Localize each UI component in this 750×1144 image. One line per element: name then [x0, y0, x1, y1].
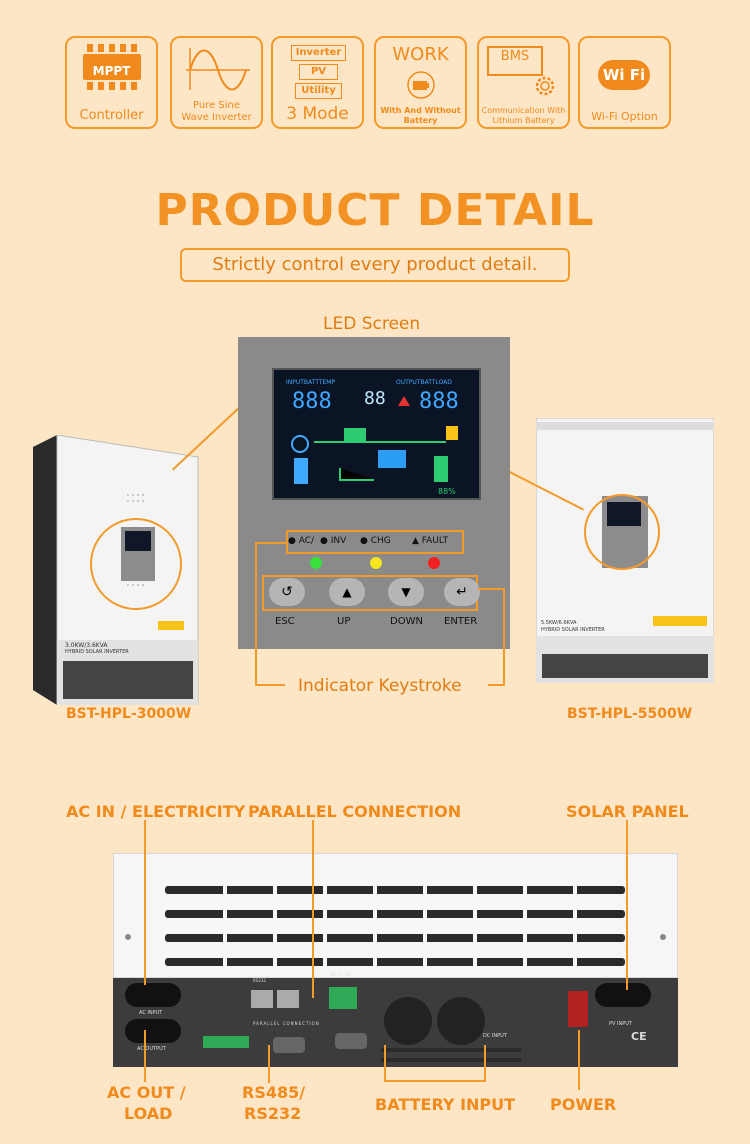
- label-ac-out-2: LOAD: [124, 1104, 173, 1123]
- enter-label: ENTER: [444, 616, 478, 627]
- model-right: BST-HPL-5500W: [567, 706, 693, 722]
- up-label: UP: [337, 616, 351, 627]
- led-red: [428, 557, 440, 569]
- led-yellow: [370, 557, 382, 569]
- parallel-port-label: PARALLEL CONNECTION: [253, 1021, 320, 1026]
- mppt-chip-icon: [83, 44, 141, 90]
- esc-label: ESC: [275, 616, 295, 627]
- up-button[interactable]: ▲: [329, 578, 365, 606]
- mppt-chip-text: MPPT: [92, 64, 131, 78]
- feature-wifi: Wi Fi Wi-Fi Option: [578, 36, 671, 129]
- callout-line: [268, 1045, 270, 1083]
- led-screen-label: LED Screen: [323, 314, 421, 334]
- feature-label: Wi-Fi Option: [591, 110, 658, 123]
- svg-text:OUTPUTBATTLOAD: OUTPUTBATTLOAD: [396, 379, 452, 386]
- feature-label-2: Battery: [403, 116, 438, 125]
- indicator-box: [286, 530, 464, 554]
- bracket-right-top: [478, 588, 505, 590]
- feature-label-2: Lithium Battery: [492, 116, 555, 125]
- plate-line1: 3.0KW/3.6KVA: [65, 642, 108, 649]
- callout-line: [144, 820, 146, 985]
- bracket-right: [503, 588, 505, 686]
- feature-mppt: MPPT Controller: [65, 36, 158, 129]
- lcd-screen: INPUTBATTTEMP OUTPUTBATTLOAD 888 888 88 …: [272, 368, 481, 500]
- zoom-circle-right: [584, 494, 660, 570]
- callout-line: [384, 1080, 486, 1082]
- bracket-right-bottom: [488, 684, 505, 686]
- ac-input-port-label: AC INPUT: [139, 1010, 163, 1016]
- callout-line: [484, 1045, 486, 1080]
- bracket-left: [255, 542, 257, 684]
- rear-panel-image: CE AC INPUT AC OUTPUT RS232 NC C NO PARA…: [112, 852, 679, 1067]
- feature-bms: BMS Communication With Lithium Battery: [477, 36, 570, 129]
- feature-label: Controller: [79, 108, 144, 123]
- page-subtitle: Strictly control every product detail.: [180, 248, 570, 282]
- feature-label: 3 Mode: [286, 104, 349, 124]
- down-button[interactable]: ▼: [388, 578, 424, 606]
- ac-output-port-label: AC OUTPUT: [137, 1046, 166, 1052]
- pv-input-port-label: PV INPUT: [609, 1021, 632, 1027]
- esc-button[interactable]: ↺: [269, 578, 305, 606]
- indicator-inv: ● INV: [320, 536, 347, 546]
- feature-label-1: With And Without: [380, 106, 461, 115]
- plate-line1: 5.5KW/6.6KVA: [541, 620, 577, 626]
- feature-label-2: Wave Inverter: [181, 112, 252, 123]
- mode-pv: PV: [299, 64, 338, 80]
- dc-input-port-label: DC INPUT: [483, 1033, 507, 1039]
- svg-text:INPUTBATTTEMP: INPUTBATTTEMP: [286, 379, 335, 386]
- indicator-ac: ● AC/: [288, 536, 315, 546]
- feature-mode: Inverter PV Utility 3 Mode: [271, 36, 364, 129]
- indicator-chg: ● CHG: [360, 536, 391, 546]
- callout-line: [626, 820, 628, 990]
- feature-sine: Pure Sine Wave Inverter: [170, 36, 263, 129]
- callout-line: [578, 1030, 580, 1090]
- relay-port-label: NC C NO: [331, 972, 351, 977]
- label-solar: SOLAR PANEL: [566, 802, 689, 821]
- callout-line: [384, 1045, 386, 1080]
- label-power: POWER: [550, 1095, 617, 1114]
- indicator-fault: ▲ FAULT: [412, 536, 449, 546]
- label-ac-in: AC IN / ELECTRICITY: [66, 802, 246, 821]
- led-green: [310, 557, 322, 569]
- bms-gear-icon: [535, 76, 555, 96]
- callout-line: [312, 820, 314, 998]
- plate-line2: HYBRID SOLAR INVERTER: [65, 649, 129, 655]
- svg-text:88: 88: [364, 388, 386, 409]
- svg-text:88%: 88%: [438, 487, 456, 496]
- indicator-keystroke-label: Indicator Keystroke: [298, 676, 462, 696]
- label-battery: BATTERY INPUT: [375, 1095, 516, 1114]
- sine-wave-icon: [186, 48, 250, 91]
- feature-work: WORK With And Without Battery: [374, 36, 467, 129]
- svg-text:888: 888: [419, 389, 459, 414]
- label-rs-2: RS232: [244, 1104, 302, 1123]
- wifi-icon: Wi Fi: [598, 60, 650, 90]
- page-title: PRODUCT DETAIL: [155, 185, 595, 236]
- label-ac-out-1: AC OUT /: [107, 1083, 186, 1102]
- mode-inverter: Inverter: [291, 45, 346, 61]
- label-rs-1: RS485/: [242, 1083, 306, 1102]
- plate-line2: HYBRID SOLAR INVERTER: [541, 627, 605, 633]
- bracket-left-bottom: [255, 684, 285, 686]
- model-left: BST-HPL-3000W: [66, 706, 192, 722]
- battery-icon: [407, 71, 435, 99]
- work-text: WORK: [392, 44, 449, 65]
- callout-line: [144, 1030, 146, 1082]
- rs232-port-label: RS232: [253, 978, 266, 983]
- bracket-left-top: [255, 542, 286, 544]
- mode-utility: Utility: [295, 83, 342, 99]
- enter-button[interactable]: ↵: [444, 578, 480, 606]
- down-label: DOWN: [390, 616, 423, 627]
- zoom-circle-left: [90, 518, 182, 610]
- bms-screen: BMS: [487, 46, 543, 76]
- feature-label-1: Communication With: [481, 106, 566, 115]
- label-parallel: PARALLEL CONNECTION: [248, 802, 462, 821]
- feature-label-1: Pure Sine: [192, 100, 241, 111]
- svg-text:CE: CE: [631, 1030, 647, 1043]
- svg-text:888: 888: [292, 389, 332, 414]
- control-panel: INPUTBATTTEMP OUTPUTBATTLOAD 888 888 88 …: [238, 337, 510, 649]
